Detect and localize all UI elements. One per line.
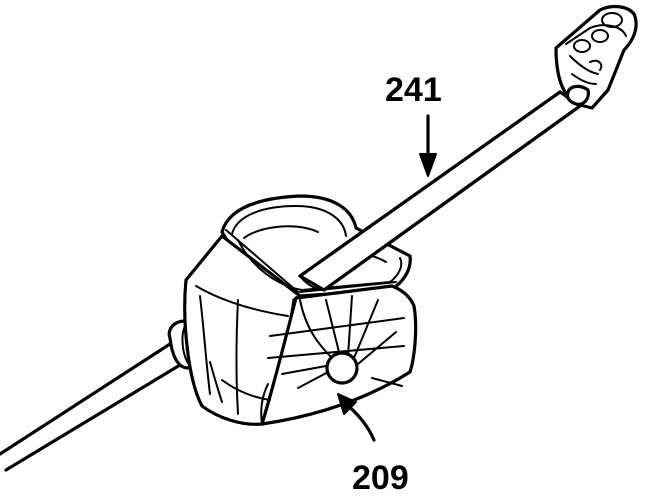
reference-numeral-209: 209: [352, 459, 409, 497]
leader-arrow-241: [419, 114, 437, 177]
reference-numeral-241: 241: [385, 71, 442, 109]
leader-arrow-209: [337, 393, 376, 442]
cable-left-segment: [0, 342, 187, 472]
cable-end-connector: [554, 4, 638, 110]
cable-241: [298, 90, 582, 292]
housing-center-disc: [325, 351, 359, 385]
housing-body: [183, 194, 418, 426]
